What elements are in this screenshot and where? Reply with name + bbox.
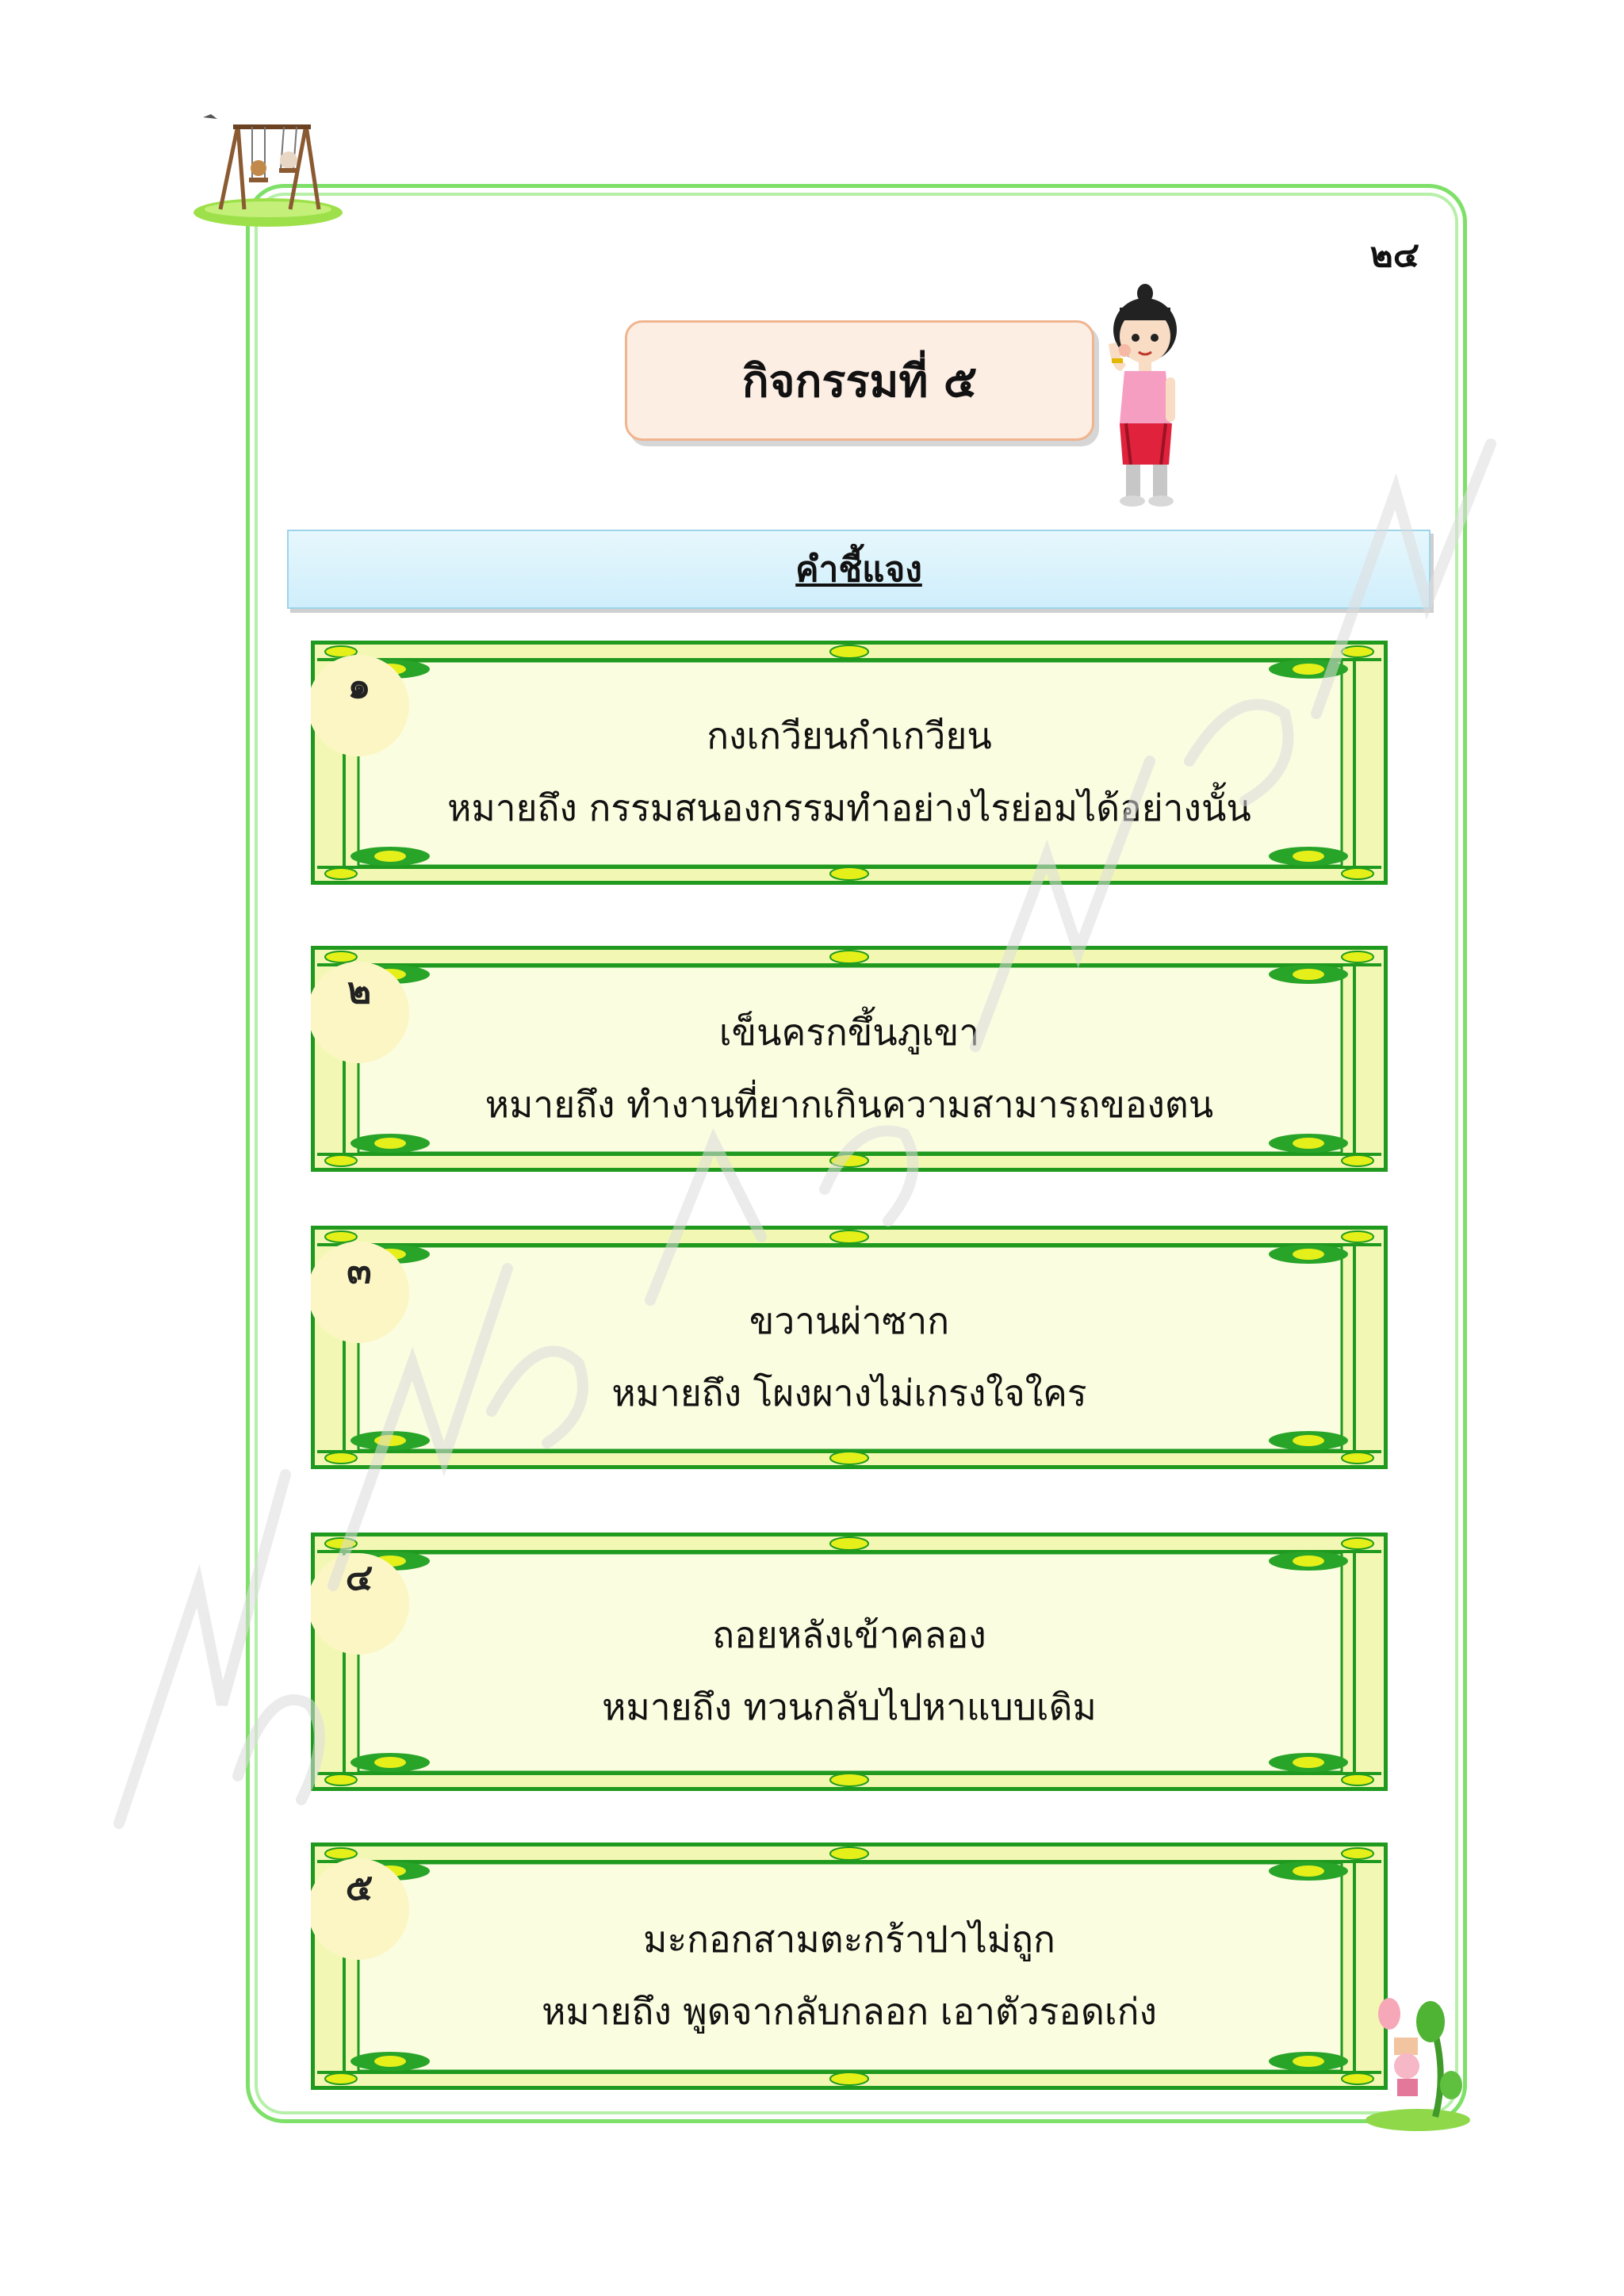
page-number: ๒๔ — [1369, 235, 1419, 275]
proverb-phrase: เข็นครกขึ้นภูเขา — [718, 1010, 980, 1054]
card-frame — [311, 946, 1388, 1172]
card-frame — [311, 1533, 1388, 1791]
activity-title: กิจกรรมที่ ๕ — [741, 355, 978, 408]
page-frame — [246, 184, 1467, 2123]
card-text: ถอยหลังเข้าคลอง หมายถึง ทวนกลับไปหาแบบเด… — [366, 1533, 1332, 1791]
proverb-meaning: หมายถึง ทำงานที่ยากเกินความสามารถของตน — [485, 1082, 1214, 1126]
instructions-bar: คำชี้แจง — [287, 530, 1431, 609]
proverb-meaning: หมายถึง พูดจากลับกลอก เอาตัวรอดเก่ง — [542, 1990, 1157, 2033]
proverb-meaning: หมายถึง กรรมสนองกรรมทำอย่างไรย่อมได้อย่า… — [447, 786, 1251, 829]
card-text: กงเกวียนกำเกวียน หมายถึง กรรมสนองกรรมทำอ… — [366, 641, 1332, 885]
card-frame — [311, 1843, 1388, 2090]
instructions-label: คำชี้แจง — [795, 549, 922, 590]
card-text: เข็นครกขึ้นภูเขา หมายถึง ทำงานที่ยากเกิน… — [366, 946, 1332, 1172]
proverb-card: ๑ กงเกวียนกำเกวียน หมายถึง กรรมสนองกรรมท… — [311, 641, 1388, 885]
card-text: ขวานผ่าซาก หมายถึง โผงผางไม่เกรงใจใคร — [366, 1226, 1332, 1469]
swing-illustration — [193, 114, 343, 227]
card-number: ๑ — [347, 663, 371, 706]
proverb-card: ๕ มะกอกสามตะกร้าปาไม่ถูก หมายถึง พูดจากล… — [311, 1843, 1388, 2090]
garden-illustration — [1365, 1998, 1470, 2131]
activity-title-box: กิจกรรมที่ ๕ — [625, 320, 1094, 441]
proverb-meaning: หมายถึง โผงผางไม่เกรงใจใคร — [611, 1371, 1087, 1414]
proverb-phrase: กงเกวียนกำเกวียน — [707, 714, 992, 757]
card-number: ๒ — [347, 968, 372, 1012]
card-text: มะกอกสามตะกร้าปาไม่ถูก หมายถึง พูดจากลับ… — [366, 1843, 1332, 2090]
thai-girl-illustration — [1109, 284, 1177, 507]
proverb-phrase: มะกอกสามตะกร้าปาไม่ถูก — [643, 1918, 1055, 1961]
proverb-card: ๓ ขวานผ่าซาก หมายถึง โผงผางไม่เกรงใจใคร — [311, 1226, 1388, 1469]
card-number: ๕ — [345, 1865, 373, 1908]
proverb-card: ๔ ถอยหลังเข้าคลอง หมายถึง ทวนกลับไปหาแบบ… — [311, 1533, 1388, 1791]
proverb-phrase: ขวานผ่าซาก — [749, 1299, 950, 1342]
proverb-card: ๒ เข็นครกขึ้นภูเขา หมายถึง ทำงานที่ยากเก… — [311, 946, 1388, 1172]
proverb-phrase: ถอยหลังเข้าคลอง — [712, 1613, 986, 1656]
proverb-meaning: หมายถึง ทวนกลับไปหาแบบเดิม — [602, 1686, 1097, 1728]
